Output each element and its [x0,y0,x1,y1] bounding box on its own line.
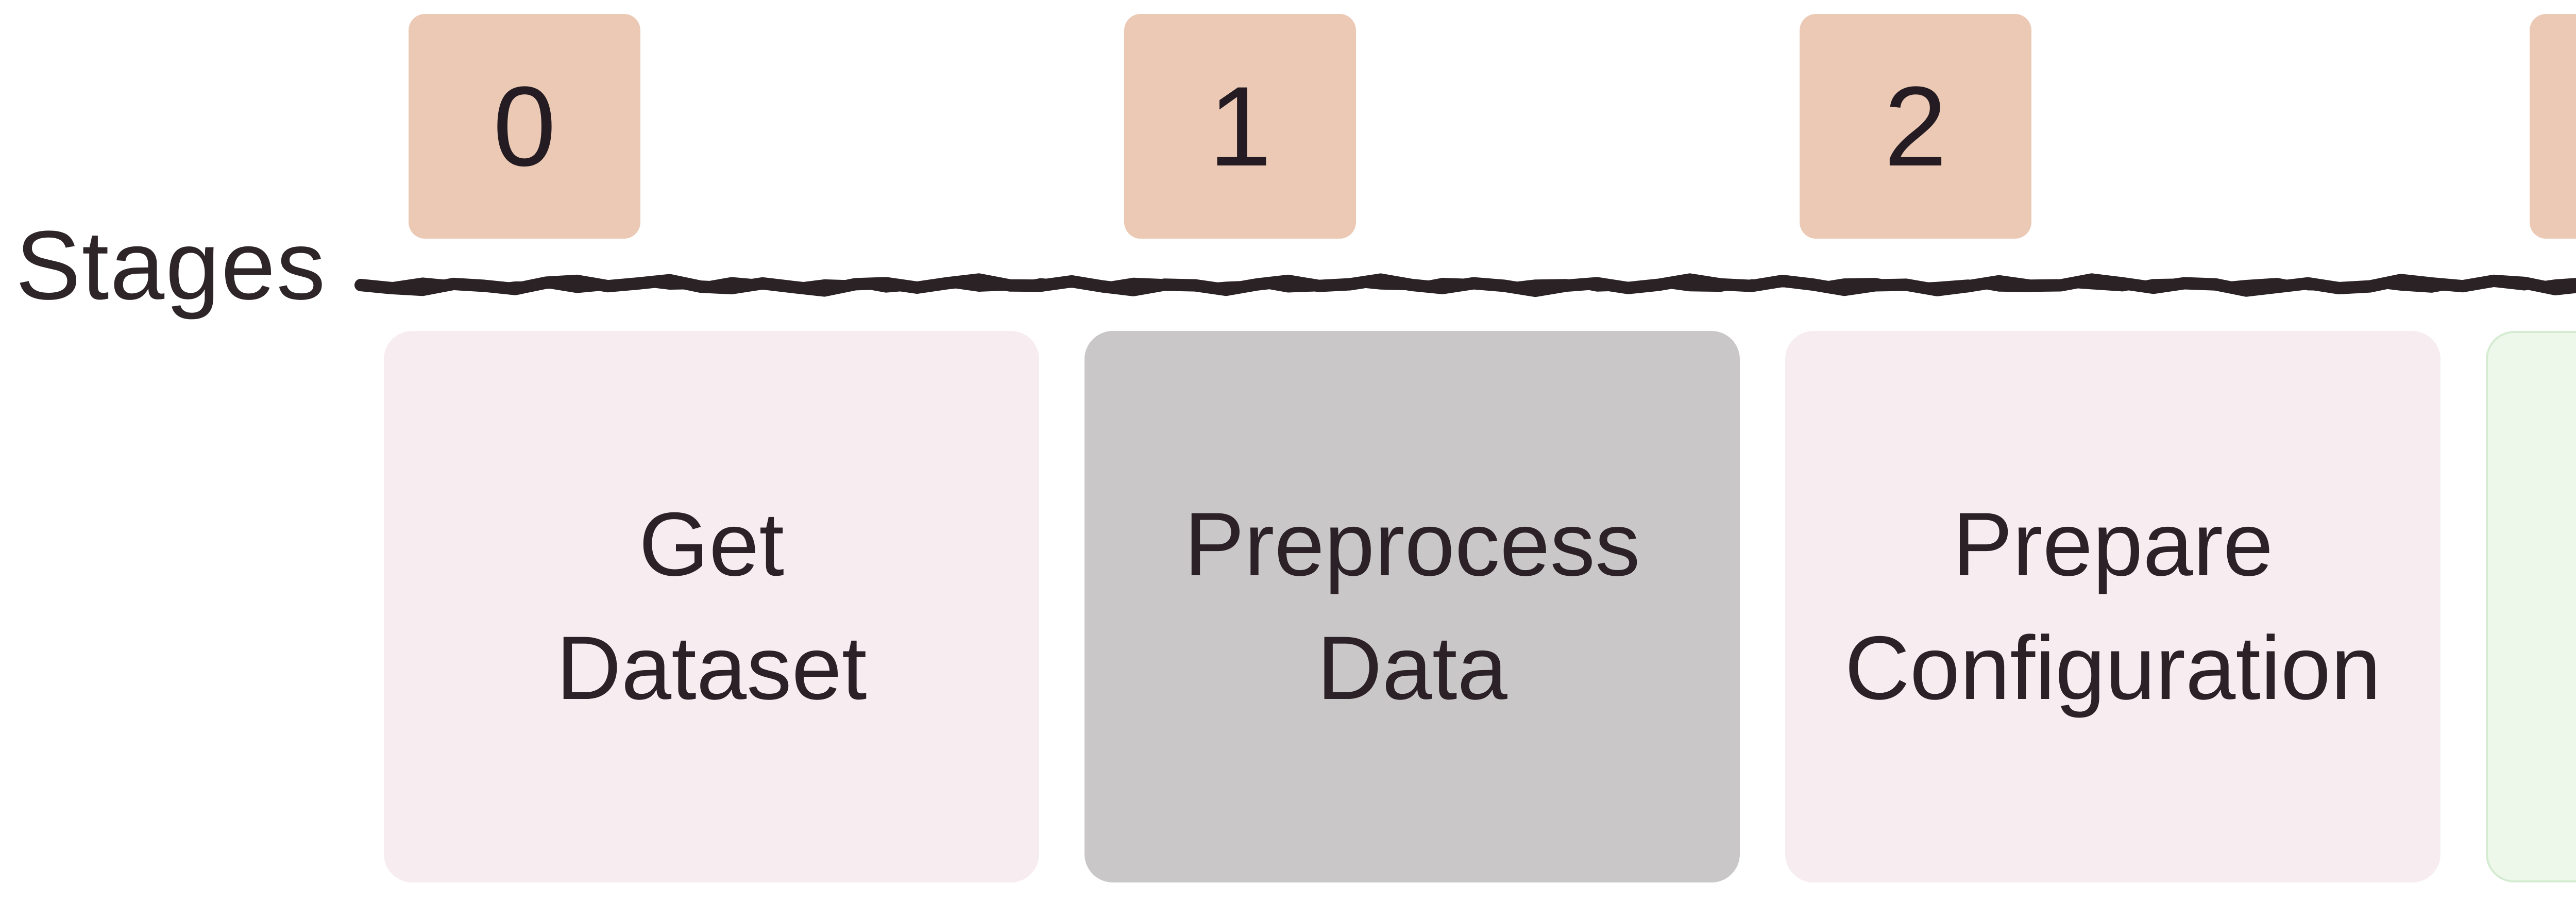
stage-number-badge-1: 1 [1124,14,1356,239]
stage-number-badge-0: 0 [409,14,640,239]
stage-box-3: Training [2486,331,2576,882]
stage-number-badge-3: 3 [2530,14,2576,239]
stages-axis-label: Stages [15,211,327,320]
stage-number-badge-2: 2 [1800,14,2031,239]
